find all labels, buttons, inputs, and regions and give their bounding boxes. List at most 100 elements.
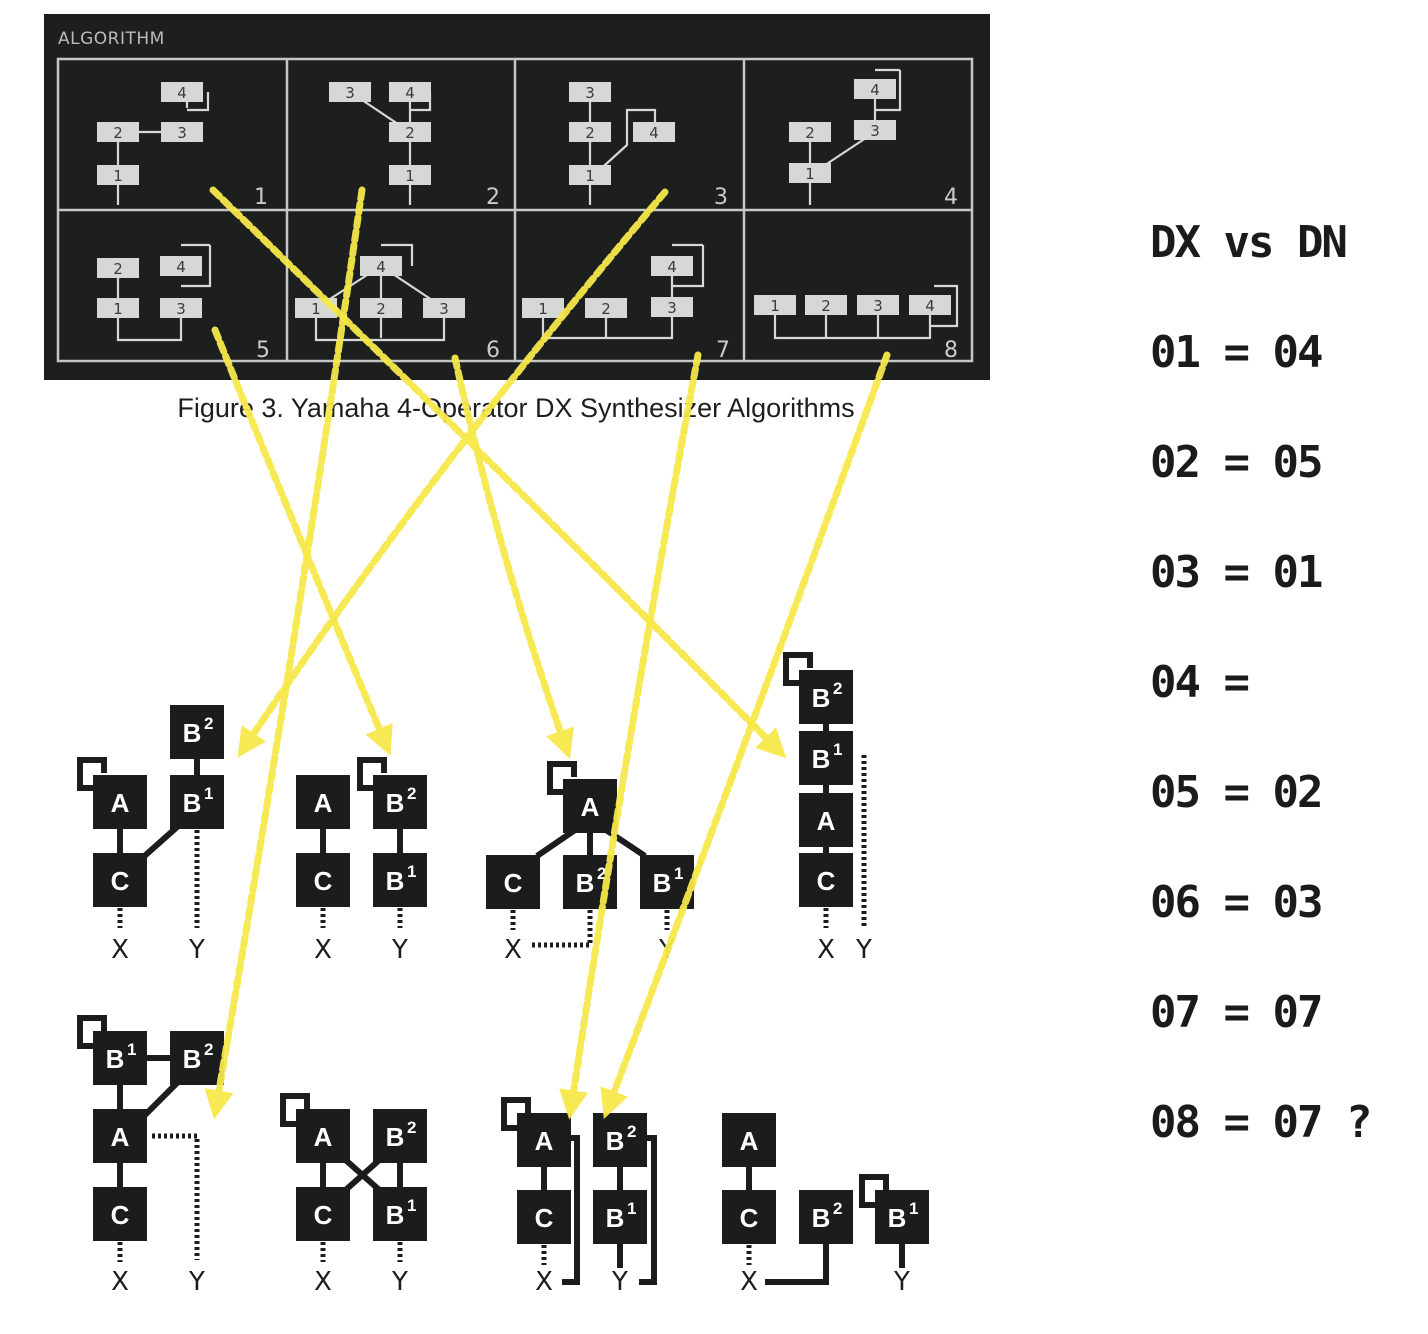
dn-feedback-loop <box>357 757 387 791</box>
dx-algorithm-number: 8 <box>944 338 958 363</box>
dn-connection <box>562 1135 580 1285</box>
dx-operator <box>160 256 202 276</box>
dx-operator <box>360 298 402 318</box>
dx-operator <box>97 122 139 142</box>
mapping-line: 01 = 04 <box>1150 327 1323 378</box>
dx-operator <box>161 122 203 142</box>
dx-operator <box>360 256 402 276</box>
mapping-arrow <box>559 351 702 1120</box>
dn-operator-label: C <box>535 1203 554 1233</box>
dn-operator-superscript: 1 <box>204 784 213 803</box>
dx-algorithm-number: 1 <box>254 185 268 210</box>
dx-connection <box>187 92 210 112</box>
dx-operator <box>585 298 627 318</box>
dx-operator <box>633 122 675 142</box>
dn-operator-superscript: 1 <box>833 740 842 759</box>
dn-operator-label: C <box>740 1203 759 1233</box>
dn-operator-superscript: 1 <box>407 862 416 881</box>
dn-operator-block <box>93 1031 147 1085</box>
dx-operator <box>97 258 139 278</box>
dx-connection <box>875 70 902 112</box>
dx-operator-label: 1 <box>805 165 815 183</box>
mapping-line: 02 = 05 <box>1150 437 1323 488</box>
dx-algorithm-number: 2 <box>486 185 500 210</box>
dx-operator-label: 3 <box>177 124 187 142</box>
dx-operator-label: 3 <box>439 300 449 318</box>
dx-operator <box>389 165 431 185</box>
output-x-label: X <box>111 935 129 965</box>
dn-operator-block <box>170 1031 224 1085</box>
dn-operator-block <box>875 1190 929 1244</box>
dn-operator-label: C <box>111 1200 130 1230</box>
dx-operator <box>161 82 203 102</box>
dn-operator-block <box>799 670 853 724</box>
dn-operator-label: B <box>386 1200 405 1230</box>
dn-operator-block <box>296 1109 350 1163</box>
dn-operator-label: A <box>817 806 836 836</box>
dn-connection <box>639 1135 657 1285</box>
dx-operator-label: 3 <box>345 84 355 102</box>
dn-operator-block <box>170 775 224 829</box>
dx-connection <box>381 243 414 266</box>
dx-operator <box>569 122 611 142</box>
mapping-line: 03 = 01 <box>1150 547 1323 598</box>
dn-operator-block <box>373 1109 427 1163</box>
dn-operator-block <box>593 1113 647 1167</box>
dx-algorithm-number: 6 <box>486 338 500 363</box>
mapping-arrows <box>204 186 891 1120</box>
dx-algorithm-number: 3 <box>714 185 728 210</box>
dx-operator <box>389 82 431 102</box>
mapping-arrow <box>451 354 575 760</box>
dn-operator-label: C <box>314 1200 333 1230</box>
dx-operator <box>909 295 951 315</box>
dn-operator-label: B <box>606 1126 625 1156</box>
output-x-label: X <box>740 1267 758 1297</box>
mapping-title: DX vs DN <box>1150 217 1348 268</box>
dn-operator-block <box>593 1190 647 1244</box>
dx-operator <box>854 120 896 140</box>
dx-connection <box>314 308 446 342</box>
dx-operator-label: 2 <box>821 297 831 315</box>
dn-operator-block <box>722 1190 776 1244</box>
dx-operator-label: 1 <box>113 300 123 318</box>
dx-operator-label: 2 <box>601 300 611 318</box>
dn-operator-label: A <box>111 788 130 818</box>
dn-feedback-loop <box>859 1174 889 1208</box>
dx-algorithm-number: 7 <box>716 338 730 363</box>
dn-operator-label: B <box>386 1122 405 1152</box>
dn-operator-superscript: 1 <box>407 1196 416 1215</box>
dn-feedback-loop <box>547 761 577 795</box>
dn-operator-block <box>799 1190 853 1244</box>
dn-operator-block <box>373 853 427 907</box>
mapping-line: 07 = 07 <box>1150 987 1323 1038</box>
dn-operator-label: B <box>576 868 595 898</box>
dn-operator-label: A <box>111 1122 130 1152</box>
dn-dotted-output <box>532 910 593 948</box>
dx-dn-mapping-list: DX vs DN 01 = 04 02 = 05 03 = 01 04 = 05… <box>1150 188 1420 1178</box>
dx-operator <box>805 295 847 315</box>
dx-operator-label: 2 <box>376 300 386 318</box>
dx-operator <box>651 297 693 317</box>
dn-operator-label: B <box>386 788 405 818</box>
dn-operator-superscript: 1 <box>627 1199 636 1218</box>
dx-operator-label: 1 <box>405 167 415 185</box>
dn-operator-label: B <box>653 868 672 898</box>
dn-operator-label: C <box>817 866 836 896</box>
dx-operator-label: 3 <box>870 122 880 140</box>
dx-operator-label: 3 <box>873 297 883 315</box>
output-x-label: X <box>314 935 332 965</box>
dn-operator-superscript: 2 <box>627 1122 636 1141</box>
dx-connection <box>541 308 674 340</box>
dn-connection <box>535 827 577 859</box>
dx-operator <box>522 298 564 318</box>
dx-operator-label: 4 <box>177 84 187 102</box>
dn-dotted-output <box>152 1133 200 1260</box>
